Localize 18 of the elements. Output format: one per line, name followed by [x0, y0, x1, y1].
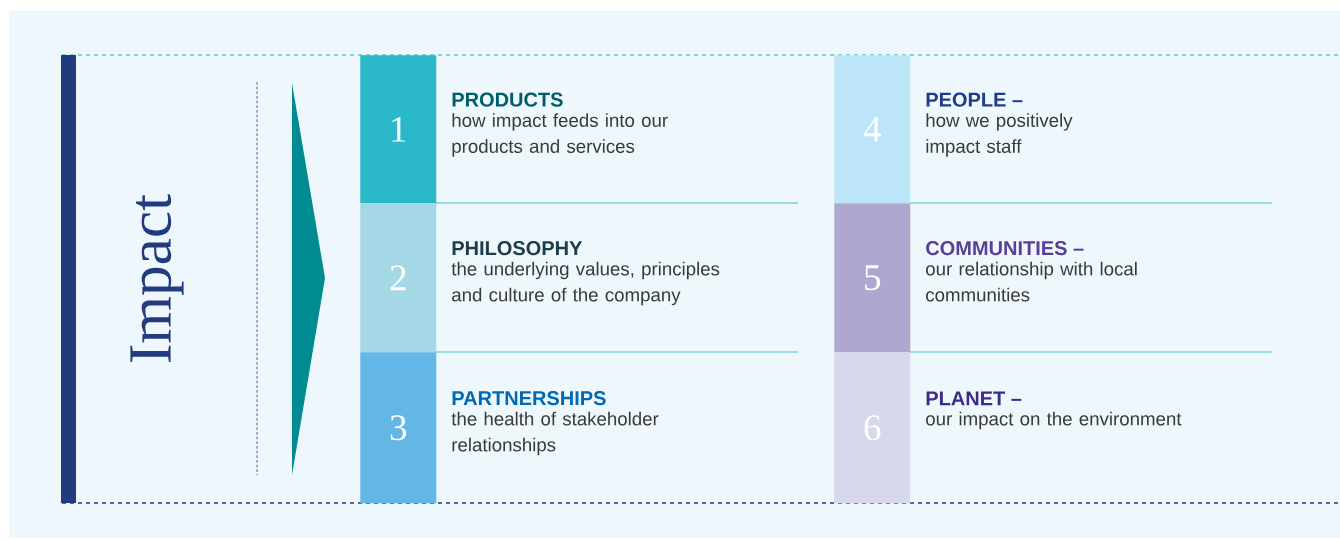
vertical-title: Impact — [130, 194, 184, 362]
item-heading: PRODUCTS — [452, 92, 563, 107]
item-description: our impact on the environment — [926, 411, 1182, 430]
item-description: how impact feeds into our products and services — [452, 113, 668, 157]
item-description: our relationship with local communities — [926, 261, 1137, 302]
number-tile: 5 — [834, 203, 911, 353]
item-heading: COMMUNITIES – — [926, 241, 1084, 256]
item-heading: PARTNERSHIPS — [452, 391, 606, 406]
item-heading: PLANET – — [926, 391, 1022, 406]
number-tile: 1 — [360, 55, 437, 204]
item-description: how we positively impact staff — [926, 113, 1073, 157]
number-tile: 2 — [360, 203, 437, 353]
item-heading: PEOPLE – — [926, 92, 1023, 107]
item-description: the health of stakeholder relationships — [451, 411, 659, 456]
item-description: the underlying values, principles and culture of the company — [451, 261, 720, 306]
number-tile: 4 — [834, 55, 911, 204]
number-tile: 3 — [360, 352, 437, 504]
item-heading: PHILOSOPHY — [452, 241, 583, 256]
